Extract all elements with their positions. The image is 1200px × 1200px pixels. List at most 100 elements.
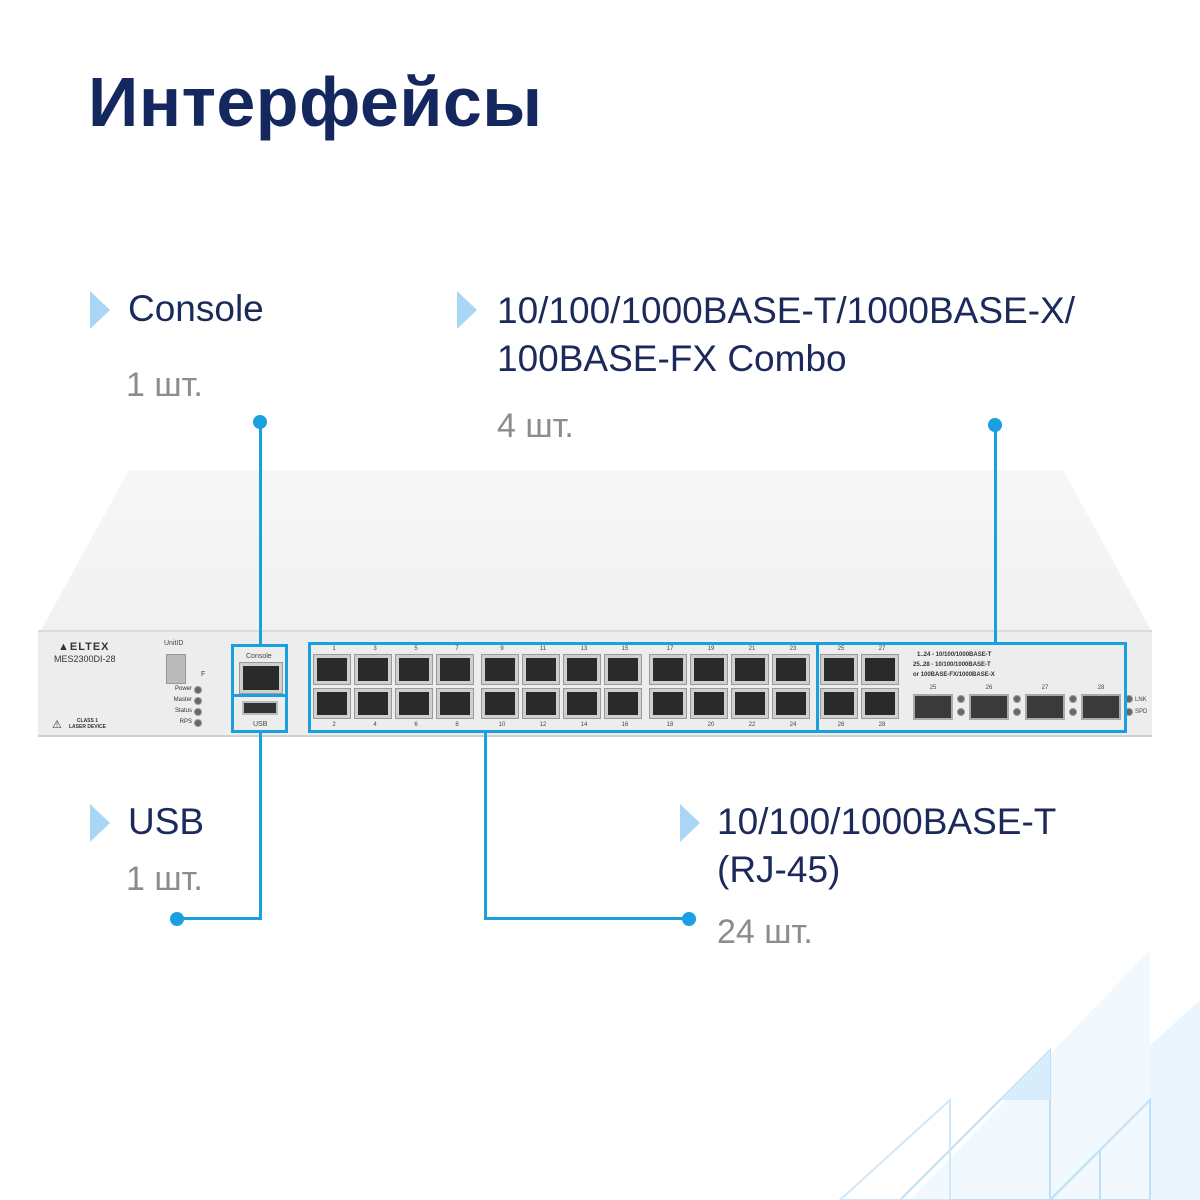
- led-label: Master: [173, 697, 192, 703]
- sfp-port-number: 25: [929, 685, 937, 691]
- rj45-port: [313, 688, 351, 719]
- sfp-led: [1013, 708, 1021, 716]
- port-number: 7: [455, 646, 459, 652]
- console-highlight: [231, 644, 288, 697]
- rj45-port: [436, 654, 474, 685]
- sfp-led: [1013, 695, 1021, 703]
- usb-port-label: USB: [253, 721, 268, 728]
- combo-leader: [994, 425, 997, 643]
- rj45-label: 10/100/1000BASE-T(RJ-45): [717, 798, 1056, 894]
- status-led: [194, 686, 202, 694]
- rj45-port: [522, 654, 560, 685]
- combo-label-line1: 10/100/1000BASE-T/1000BASE-X/: [497, 290, 1075, 331]
- sfp-led: [1069, 708, 1077, 716]
- port-number: 26: [837, 722, 845, 728]
- marker-icon: [90, 804, 110, 842]
- port-number: 3: [373, 646, 377, 652]
- spd-label: SPD: [1135, 709, 1148, 715]
- usb-highlight: [231, 694, 288, 733]
- led-label: RPS: [179, 719, 192, 725]
- rj45-port: [772, 688, 810, 719]
- status-led: [194, 708, 202, 716]
- status-led: [194, 719, 202, 727]
- console-port-label: Console: [246, 653, 272, 660]
- combo-rj45-port: [861, 688, 899, 719]
- combo-rj45-port: [820, 654, 858, 685]
- sfp-port-number: 27: [1041, 685, 1049, 691]
- usb-port: [242, 701, 278, 715]
- usb-label: USB: [128, 801, 205, 842]
- rj45-port: [563, 688, 601, 719]
- rj45-port: [649, 654, 687, 685]
- rj45-port: [690, 688, 728, 719]
- decorative-triangles: [838, 950, 1200, 1200]
- port-number: 28: [878, 722, 886, 728]
- port-number: 2: [332, 722, 336, 728]
- rj45-port: [395, 688, 433, 719]
- port-number: 12: [539, 722, 547, 728]
- rj45-label-line1: 10/100/1000BASE-T: [717, 801, 1057, 842]
- port-number: 5: [414, 646, 418, 652]
- port-number: 17: [666, 646, 674, 652]
- port-number: 9: [500, 646, 504, 652]
- rj45-port: [481, 654, 519, 685]
- rj45-port: [436, 688, 474, 719]
- lnk-label: LNK: [1135, 697, 1147, 703]
- port-number: 23: [789, 646, 797, 652]
- port-number: 22: [748, 722, 756, 728]
- combo-label: 10/100/1000BASE-T/1000BASE-X/100BASE-FX …: [497, 287, 1075, 383]
- port-number: 6: [414, 722, 418, 728]
- usb-dot: [170, 912, 184, 926]
- marker-icon: [680, 804, 700, 842]
- combo-rj45-port: [820, 688, 858, 719]
- console-leader: [259, 422, 262, 645]
- port-number: 4: [373, 722, 377, 728]
- sfp-led: [1069, 695, 1077, 703]
- port-number: 1: [332, 646, 336, 652]
- port-number: 19: [707, 646, 715, 652]
- marker-icon: [90, 291, 110, 329]
- rj45-port: [604, 654, 642, 685]
- legend-line: 25..28 - 10/100/1000BASE-T: [913, 662, 991, 668]
- port-number: 14: [580, 722, 588, 728]
- legend-line: or 100BASE-FX/1000BASE-X: [913, 672, 995, 678]
- console-dot: [253, 415, 267, 429]
- usb-leader: [259, 732, 262, 920]
- port-number: 24: [789, 722, 797, 728]
- port-legend: 1..24 - 10/100/1000BASE-T 25..28 - 10/10…: [913, 650, 995, 680]
- port-number: 15: [621, 646, 629, 652]
- status-led: [194, 697, 202, 705]
- port-number: 10: [498, 722, 506, 728]
- rj45-port: [522, 688, 560, 719]
- rj45-port: [563, 654, 601, 685]
- port-number: 8: [455, 722, 459, 728]
- rj45-port: [690, 654, 728, 685]
- rj45-port: [313, 654, 351, 685]
- console-count: 1 шт.: [126, 366, 203, 404]
- rj45-leader: [484, 732, 487, 920]
- led-label: Status: [174, 708, 192, 714]
- combo-label-line2: 100BASE-FX Combo: [497, 338, 847, 379]
- sfp-port: [913, 694, 953, 720]
- led-label: Power: [174, 686, 192, 692]
- usb-leader-h: [177, 917, 262, 920]
- page-title: Интерфейсы: [88, 63, 543, 141]
- sfp-port: [1025, 694, 1065, 720]
- sfp-port: [969, 694, 1009, 720]
- sfp-port-number: 28: [1097, 685, 1105, 691]
- rj45-port: [395, 654, 433, 685]
- laser-warning-icon: ⚠: [52, 719, 62, 731]
- port-number: 21: [748, 646, 756, 652]
- rj45-port: [731, 654, 769, 685]
- rj45-port: [481, 688, 519, 719]
- sfp-port: [1081, 694, 1121, 720]
- port-number: 16: [621, 722, 629, 728]
- rj45-port: [604, 688, 642, 719]
- port-number: 11: [539, 646, 547, 652]
- sfp-led: [957, 708, 965, 716]
- rj45-port: [772, 654, 810, 685]
- combo-rj45-port: [861, 654, 899, 685]
- rj45-dot: [682, 912, 696, 926]
- rj45-leader-h: [484, 917, 689, 920]
